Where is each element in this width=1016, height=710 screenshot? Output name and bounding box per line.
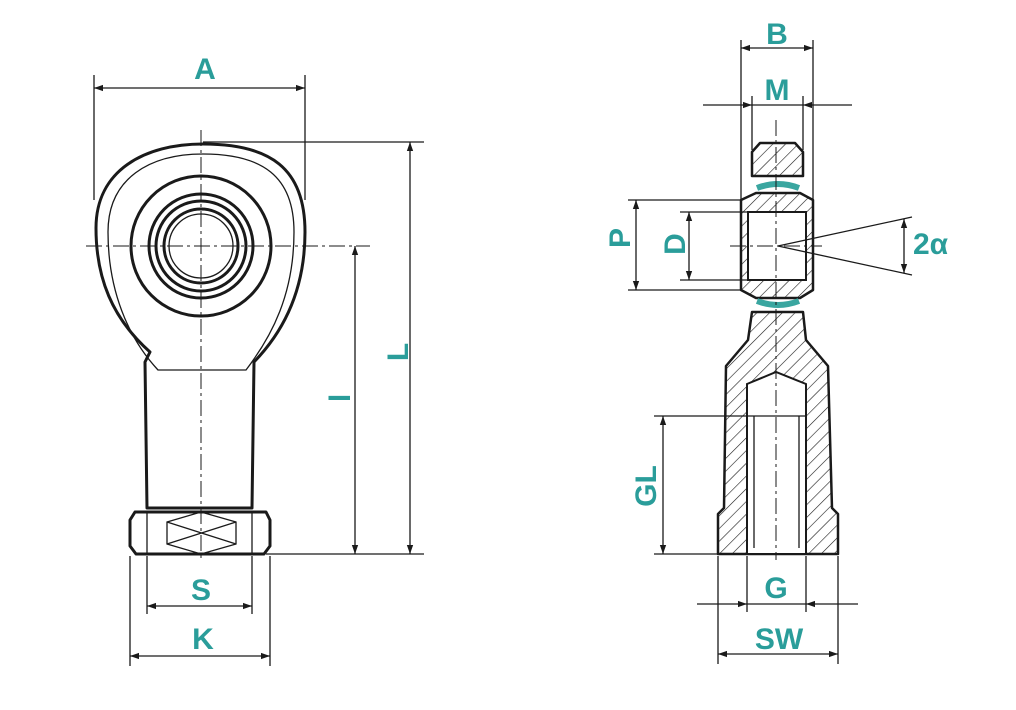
label-L: L <box>382 343 415 361</box>
label-B: B <box>766 18 788 51</box>
side-dimensions: B M P D 2α GL G <box>604 18 949 664</box>
label-K: K <box>192 623 214 656</box>
label-G: G <box>764 572 787 605</box>
side-section-view <box>716 120 840 560</box>
seal-top <box>755 181 801 191</box>
front-dimensions: A L l S K <box>93 53 424 666</box>
label-M: M <box>765 74 790 107</box>
ball-bore <box>162 207 240 285</box>
rod-end-body-outline <box>94 142 307 510</box>
label-l: l <box>324 394 357 402</box>
outer-ring-top <box>750 141 805 178</box>
label-A: A <box>194 53 216 86</box>
front-view <box>86 130 370 560</box>
label-D: D <box>659 233 692 255</box>
seal-bottom <box>755 298 801 308</box>
head-inner-contour <box>107 153 295 371</box>
hex-section <box>128 510 272 556</box>
threaded-bore <box>746 370 807 555</box>
label-P: P <box>604 228 637 248</box>
label-S: S <box>191 574 211 607</box>
label-GL: GL <box>630 465 663 507</box>
label-SW: SW <box>755 623 804 656</box>
label-2alpha: 2α <box>913 228 949 261</box>
